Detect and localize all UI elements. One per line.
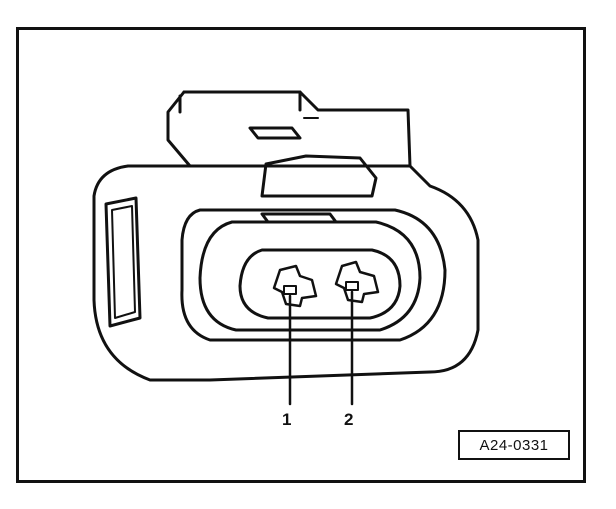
callout-label-2: 2 <box>344 410 354 429</box>
plug-face <box>198 220 422 332</box>
upper-slot <box>260 154 378 198</box>
figure-reference-code: A24-0331 <box>458 430 570 460</box>
terminal-1-inner <box>283 285 297 295</box>
connector-housing-outline <box>92 164 480 382</box>
plug-face-inner <box>238 248 402 320</box>
locking-tab-top-edge <box>178 90 302 114</box>
locking-tab-window <box>248 126 302 140</box>
guide-rib <box>260 212 338 224</box>
side-window-inner <box>111 205 136 319</box>
terminal-2-inner <box>345 281 359 291</box>
housing-front-opening <box>180 208 447 342</box>
callout-label-1: 1 <box>282 410 292 429</box>
terminal-2 <box>334 260 380 304</box>
terminal-1 <box>272 264 318 308</box>
